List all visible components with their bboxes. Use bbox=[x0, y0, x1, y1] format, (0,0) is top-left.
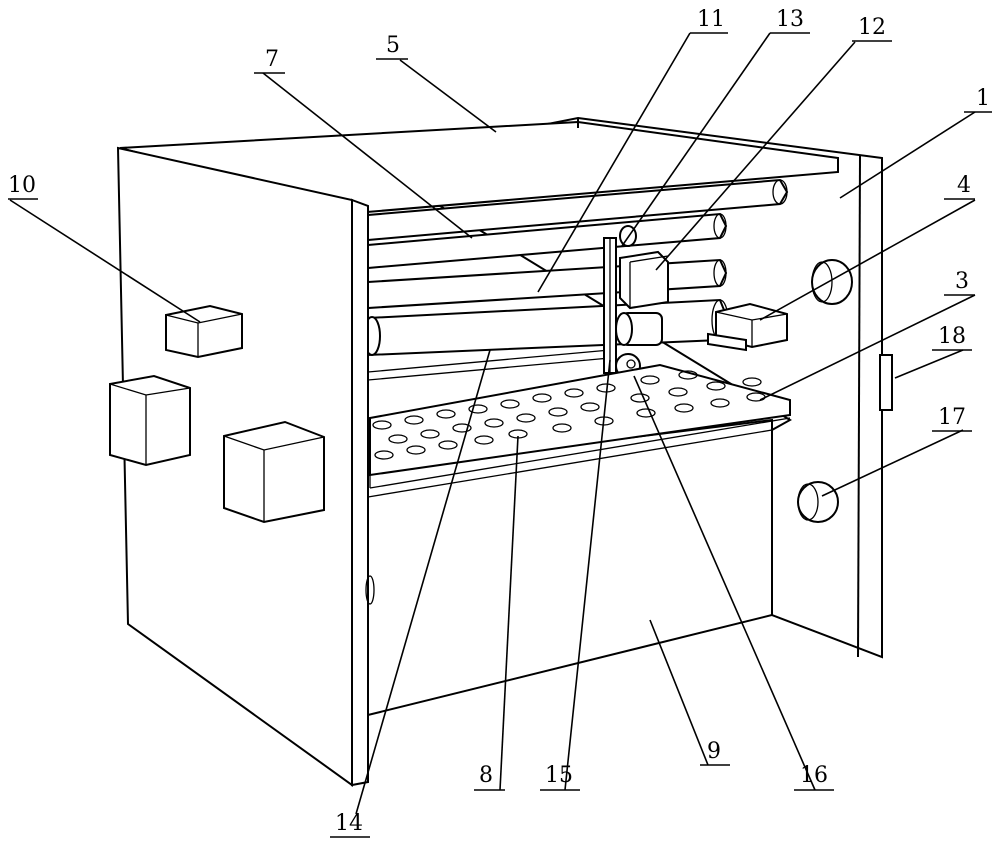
svg-text:9: 9 bbox=[707, 739, 721, 764]
clamp-collar bbox=[615, 312, 663, 346]
svg-text:10: 10 bbox=[8, 173, 36, 198]
control-box-10 bbox=[165, 304, 243, 359]
side-block-18 bbox=[879, 354, 893, 411]
tray-holes bbox=[372, 370, 766, 460]
knob-top bbox=[811, 259, 853, 305]
vertical-guide-15 bbox=[603, 237, 617, 374]
svg-text:8: 8 bbox=[479, 763, 493, 788]
svg-text:12: 12 bbox=[858, 15, 886, 40]
label-4: 4 bbox=[944, 173, 975, 200]
label-12: 12 bbox=[852, 15, 892, 42]
label-17: 17 bbox=[932, 405, 972, 432]
box-left-middle bbox=[109, 374, 191, 467]
label-16: 16 bbox=[794, 763, 834, 791]
label-14: 14 bbox=[330, 811, 370, 838]
label-8: 8 bbox=[474, 763, 505, 791]
svg-text:1: 1 bbox=[976, 86, 990, 111]
knob-17 bbox=[797, 481, 839, 523]
svg-text:13: 13 bbox=[776, 7, 804, 32]
label-10: 10 bbox=[8, 173, 38, 200]
label-11: 11 bbox=[690, 7, 728, 34]
svg-text:15: 15 bbox=[545, 763, 573, 788]
label-5: 5 bbox=[376, 33, 408, 60]
label-13: 13 bbox=[770, 7, 810, 34]
svg-text:16: 16 bbox=[800, 763, 828, 788]
label-7: 7 bbox=[254, 47, 285, 74]
label-9: 9 bbox=[700, 739, 730, 766]
label-15: 15 bbox=[540, 763, 580, 791]
slider-block-12 bbox=[619, 250, 669, 310]
svg-text:11: 11 bbox=[697, 7, 725, 32]
perforated-tray bbox=[369, 363, 791, 489]
svg-text:7: 7 bbox=[265, 47, 279, 72]
svg-text:17: 17 bbox=[938, 405, 966, 430]
svg-text:4: 4 bbox=[957, 173, 971, 198]
label-3: 3 bbox=[944, 269, 975, 296]
label-1: 1 bbox=[964, 86, 992, 113]
svg-text:3: 3 bbox=[955, 269, 969, 294]
part-labels: 1 3 4 5 7 8 9 10 11 12 13 14 15 16 17 18 bbox=[8, 7, 992, 838]
svg-text:14: 14 bbox=[335, 811, 363, 836]
svg-text:5: 5 bbox=[386, 33, 400, 58]
label-18: 18 bbox=[932, 324, 972, 351]
leader-lines bbox=[9, 32, 976, 815]
box-left-large bbox=[223, 420, 325, 524]
svg-text:18: 18 bbox=[938, 324, 966, 349]
